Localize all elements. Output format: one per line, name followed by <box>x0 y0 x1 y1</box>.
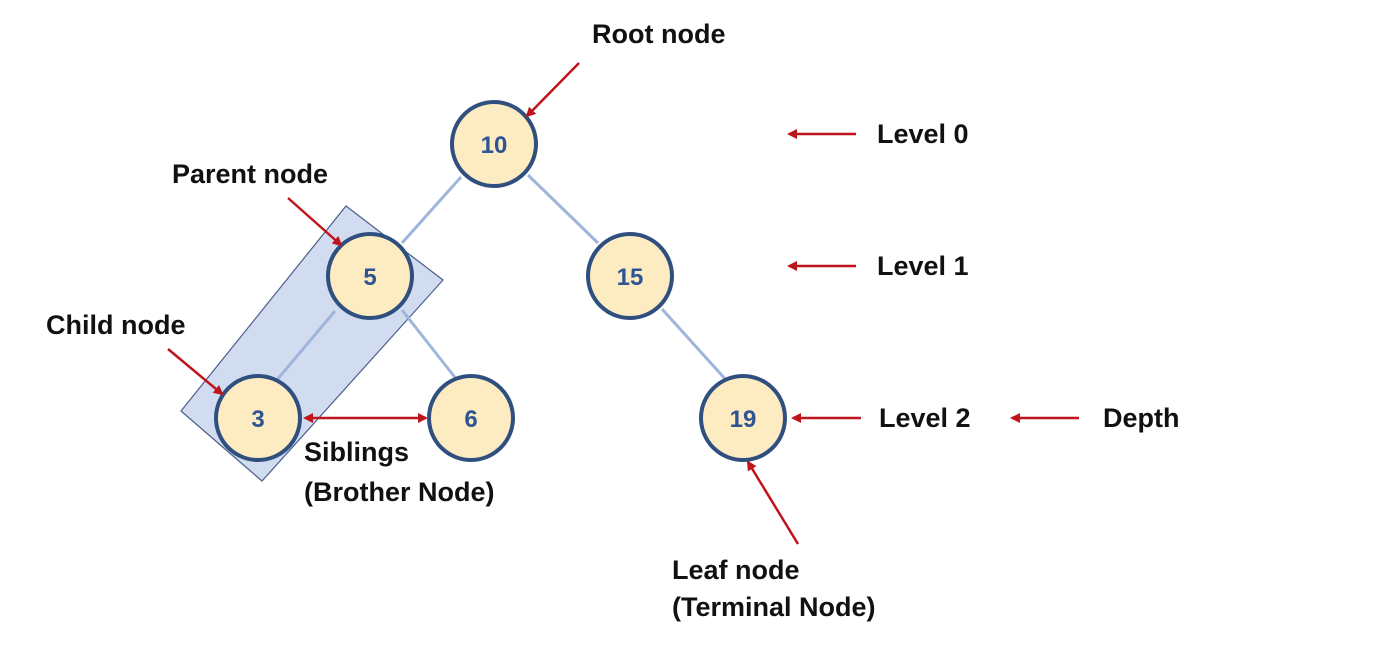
node-circle <box>326 232 414 320</box>
siblings-label: Siblings <box>304 437 409 467</box>
edge-5-6 <box>400 309 459 381</box>
child-node-label: Child node <box>46 310 185 340</box>
tree-node-15: 15 <box>586 232 674 320</box>
node-value: 15 <box>617 264 644 291</box>
edge-10-15 <box>526 173 600 245</box>
tree-node-19: 19 <box>699 374 787 462</box>
level-0-label: Level 0 <box>877 119 969 149</box>
leaf-node-label: Leaf node <box>672 555 800 585</box>
edge-15-19 <box>660 307 729 383</box>
node-circle <box>427 374 515 462</box>
depth-label: Depth <box>1103 403 1180 433</box>
node-value: 6 <box>464 406 477 433</box>
annotation-arrows <box>167 62 1079 545</box>
edge-10-5 <box>400 176 463 244</box>
parent-node-label: Parent node <box>172 159 328 189</box>
child-arrow <box>167 348 224 396</box>
node-value: 10 <box>481 132 508 159</box>
node-circle <box>214 374 302 462</box>
node-value: 3 <box>251 406 264 433</box>
node-circle <box>586 232 674 320</box>
tree-node-3: 3 <box>214 374 302 462</box>
tree-edges <box>274 173 729 383</box>
edge-5-3 <box>274 310 337 382</box>
node-circle <box>699 374 787 462</box>
tree-node-10: 10 <box>450 100 538 188</box>
parent-arrow <box>287 197 343 247</box>
leaf-arrow <box>746 460 800 545</box>
tree-node-6: 6 <box>427 374 515 462</box>
leaf-node-sub-label: (Terminal Node) <box>672 592 876 622</box>
node-value: 19 <box>730 406 757 433</box>
level-2-label: Level 2 <box>879 403 971 433</box>
root-node-label: Root node <box>592 19 725 49</box>
tree-node-5: 5 <box>326 232 414 320</box>
siblings-sub-label: (Brother Node) <box>304 477 495 507</box>
level-1-label: Level 1 <box>877 251 969 281</box>
node-value: 5 <box>363 264 376 291</box>
node-circle <box>450 100 538 188</box>
root-arrow <box>525 62 580 118</box>
